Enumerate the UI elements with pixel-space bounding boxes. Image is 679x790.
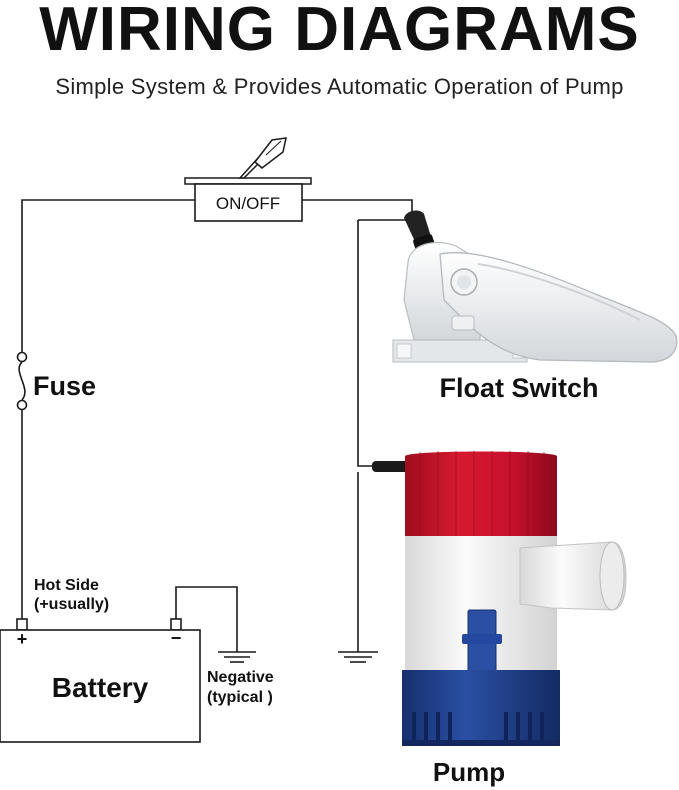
wires [21, 199, 413, 652]
float-switch-image [392, 210, 678, 363]
battery-positive-terminal: + [17, 629, 28, 649]
battery-symbol [0, 618, 201, 743]
wire-float-to-pump [357, 220, 374, 467]
hot-side-label-line1: Hot Side [34, 577, 99, 594]
battery-label: Battery [52, 672, 149, 703]
negative-label-line1: Negative [207, 669, 274, 686]
wire-switch-to-fuse [21, 199, 195, 352]
pump-image [372, 451, 627, 746]
hot-side-label-line2: (+usually) [34, 596, 109, 613]
page-title: WIRING DIAGRAMS [39, 0, 640, 64]
pump-label: Pump [433, 757, 505, 787]
wire-battery-negative [175, 586, 238, 652]
negative-label-line2: (typical ) [207, 689, 273, 706]
page-subtitle: Simple System & Provides Automatic Opera… [55, 74, 624, 99]
battery-negative-terminal: − [171, 628, 182, 648]
float-switch-label: Float Switch [439, 373, 598, 403]
toggle-switch [184, 137, 312, 222]
fuse-label: Fuse [33, 371, 96, 401]
fuse-symbol [16, 351, 28, 411]
ground-symbol-battery [218, 651, 256, 663]
switch-label: ON/OFF [216, 194, 280, 213]
ground-symbol-pump [338, 651, 378, 663]
wire-switch-to-float [302, 199, 413, 220]
